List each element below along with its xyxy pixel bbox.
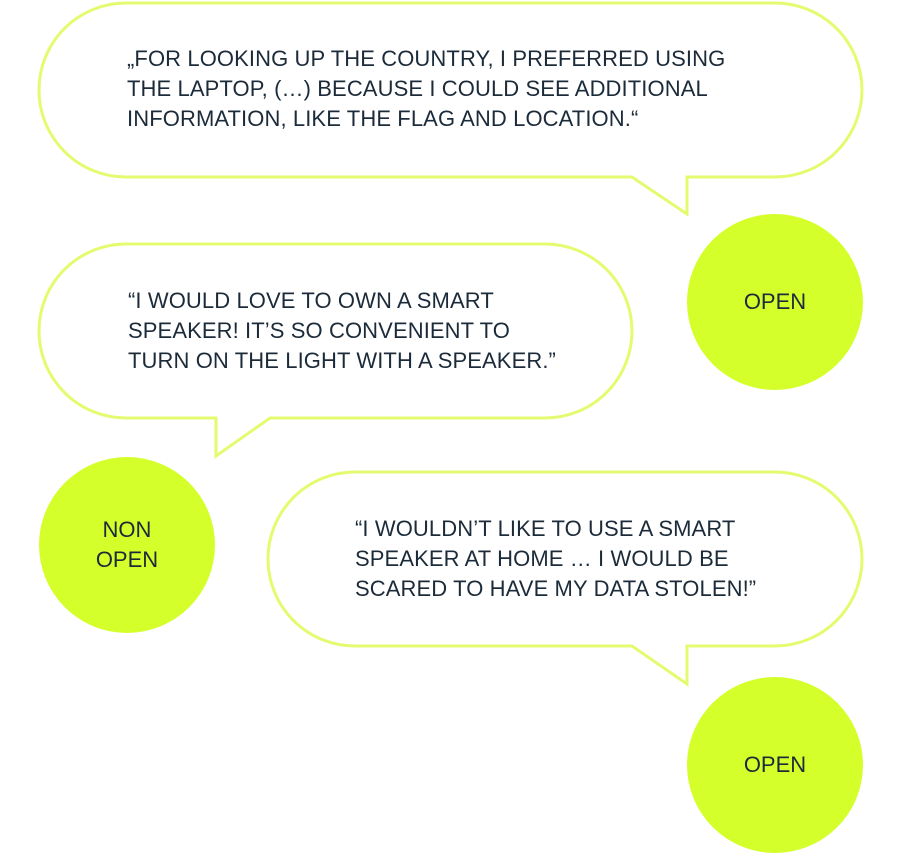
speech-bubble-2 xyxy=(37,242,634,459)
quote-line: SCARED TO HAVE MY DATA STOLEN!” xyxy=(355,576,757,601)
badge-label: NON xyxy=(102,517,152,542)
speech-bubble-3 xyxy=(266,470,864,687)
quote-line: SPEAKER! IT’S SO CONVENIENT TO xyxy=(128,318,510,343)
quote-text-2: “I WOULD LOVE TO OWN A SMART SPEAKER! IT… xyxy=(128,286,556,376)
quote-line: TURN ON THE LIGHT WITH A SPEAKER.” xyxy=(128,348,556,373)
quote-line: SPEAKER AT HOME … I WOULD BE xyxy=(355,546,729,571)
quote-text-3: “I WOULDN’T LIKE TO USE A SMART SPEAKER … xyxy=(355,514,756,604)
quote-line: “I WOULDN’T LIKE TO USE A SMART xyxy=(355,516,736,541)
quote-line: INFORMATION, LIKE THE FLAG AND LOCATION.… xyxy=(127,106,639,131)
speech-bubble-1 xyxy=(37,1,864,217)
quote-line: “I WOULD LOVE TO OWN A SMART xyxy=(128,288,494,313)
badge-label: OPEN xyxy=(95,547,159,572)
openness-badge-1: OPEN xyxy=(687,214,863,390)
badge-label: OPEN xyxy=(743,752,807,777)
quote-text-1: „FOR LOOKING UP THE COUNTRY, I PREFERRED… xyxy=(127,44,725,134)
openness-badge-3: OPEN xyxy=(687,677,863,853)
openness-badge-2: NON OPEN xyxy=(39,457,215,633)
quote-line: THE LAPTOP, (…) BECAUSE I COULD SEE ADDI… xyxy=(127,76,708,101)
badge-label: OPEN xyxy=(743,289,807,314)
quote-line: „FOR LOOKING UP THE COUNTRY, I PREFERRED… xyxy=(127,46,726,71)
